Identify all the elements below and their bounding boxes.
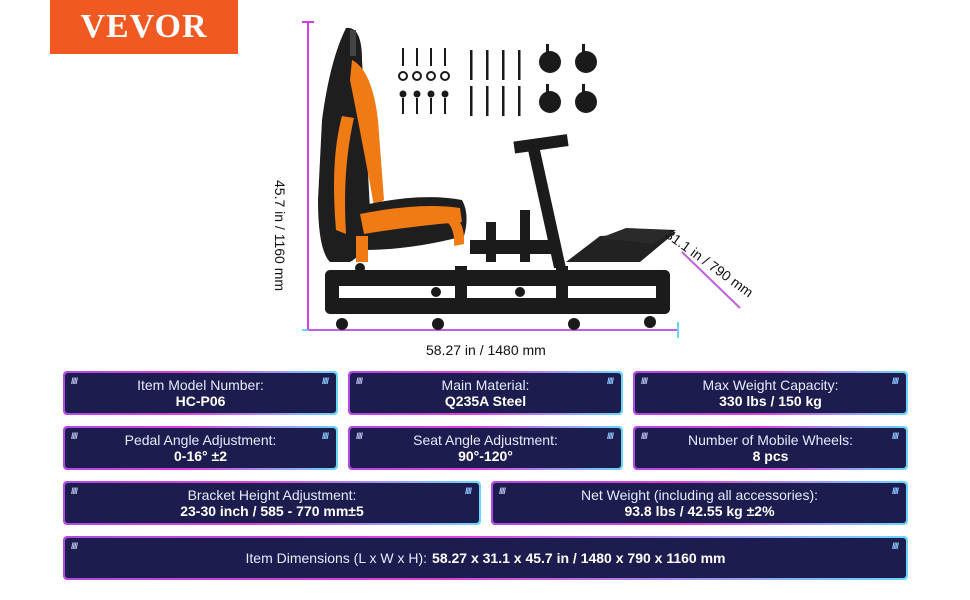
stripes-icon: ////	[71, 541, 78, 551]
spec-value: Q235A Steel	[444, 392, 527, 409]
spec-label: Pedal Angle Adjustment:	[124, 431, 277, 448]
brand-logo: VEVOR	[50, 0, 238, 54]
width-dimension-label: 58.27 in / 1480 mm	[426, 342, 546, 358]
spec-card-mobile-wheels: //// //// Number of Mobile Wheels: 8 pcs	[633, 426, 908, 470]
stripes-icon: ////	[71, 431, 78, 441]
spec-value: 23-30 inch / 585 - 770 mm±5	[180, 502, 364, 519]
stripes-icon: ////	[321, 376, 329, 386]
spec-value: 58.27 x 31.1 x 45.7 in / 1480 x 790 x 11…	[432, 549, 726, 566]
caster-wheels	[336, 263, 656, 330]
spec-value: 93.8 lbs / 42.55 kg ±2%	[624, 502, 775, 519]
spec-value: 0-16° ±2	[174, 447, 227, 464]
stripes-icon: ////	[464, 486, 472, 496]
spec-label: Main Material:	[441, 376, 530, 393]
stripes-icon: ////	[891, 541, 899, 551]
stripes-icon: ////	[891, 486, 899, 496]
spec-card-bracket-height: //// //// Bracket Height Adjustment: 23-…	[63, 481, 481, 525]
stripes-icon: ////	[641, 431, 648, 441]
product-illustration	[302, 21, 741, 338]
spec-card-main-material: //// //// Main Material: Q235A Steel	[348, 371, 623, 415]
stripes-icon: ////	[356, 431, 363, 441]
spec-label: Bracket Height Adjustment:	[187, 486, 357, 503]
stripes-icon: ////	[891, 431, 899, 441]
spec-card-seat-angle: //// //// Seat Angle Adjustment: 90°-120…	[348, 426, 623, 470]
spec-value: 8 pcs	[752, 447, 789, 464]
spec-value: 330 lbs / 150 kg	[719, 392, 822, 409]
spec-label: Max Weight Capacity:	[702, 376, 839, 393]
hardware-kit	[398, 44, 597, 116]
height-dimension-label: 45.7 in / 1160 mm	[272, 180, 288, 292]
cockpit-frame	[325, 134, 676, 314]
spec-card-item-dimensions: //// //// Item Dimensions (L x W x H): 5…	[63, 536, 908, 580]
spec-card-net-weight: //// //// Net Weight (including all acce…	[491, 481, 908, 525]
spec-label: Seat Angle Adjustment:	[413, 431, 558, 448]
stripes-icon: ////	[606, 431, 614, 441]
stripes-icon: ////	[356, 376, 363, 386]
spec-value: HC-P06	[175, 392, 226, 409]
racing-seat	[318, 27, 467, 263]
spec-card-model-number: //// //// Item Model Number: HC-P06	[63, 371, 338, 415]
spec-label: Number of Mobile Wheels:	[688, 431, 853, 448]
spec-label: Item Model Number:	[137, 376, 264, 393]
stripes-icon: ////	[891, 376, 899, 386]
stripes-icon: ////	[321, 431, 329, 441]
stripes-icon: ////	[71, 486, 78, 496]
spec-label: Item Dimensions (L x W x H):	[245, 550, 428, 566]
stripes-icon: ////	[606, 376, 614, 386]
spec-value: 90°-120°	[458, 447, 513, 464]
stripes-icon: ////	[641, 376, 648, 386]
spec-label: Net Weight (including all accessories):	[580, 486, 819, 503]
stripes-icon: ////	[499, 486, 506, 496]
dimension-lines	[302, 21, 741, 338]
stripes-icon: ////	[71, 376, 78, 386]
spec-card-pedal-angle: //// //// Pedal Angle Adjustment: 0-16° …	[63, 426, 338, 470]
spec-card-max-weight: //// //// Max Weight Capacity: 330 lbs /…	[633, 371, 908, 415]
